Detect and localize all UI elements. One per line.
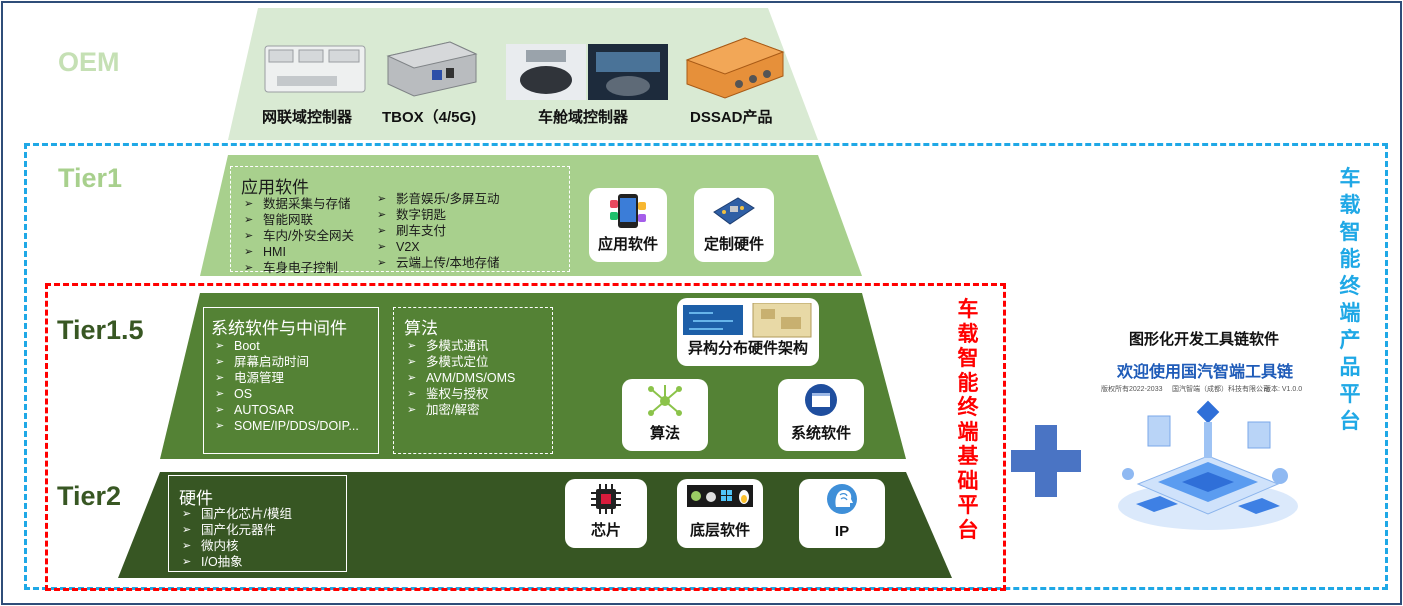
tier15-card-algorithm: 算法	[622, 379, 708, 451]
card-label: 底层软件	[689, 522, 750, 539]
list-item: 多模式通讯	[406, 338, 515, 354]
toolchain-isometric-illustration	[1118, 400, 1298, 530]
list-item: 电源管理	[214, 370, 359, 386]
hardware-architecture-icon	[683, 303, 812, 338]
toolchain-welcome: 欢迎使用国汽智端工具链	[1116, 364, 1293, 381]
tier-label-oem: OEM	[58, 47, 120, 77]
tier1-application-box: 应用软件 数据采集与存储 智能网联 车内/外安全网关 HMI 车身电子控制 影音…	[230, 166, 570, 276]
list-item: 数据采集与存储	[243, 196, 354, 212]
system-window-icon	[805, 384, 837, 416]
tier15-system-software-box: 系统软件与中间件 Boot 屏幕启动时间 电源管理 OS AUTOSAR SOM…	[203, 307, 379, 454]
list-item: AUTOSAR	[214, 402, 359, 418]
app-icon	[610, 194, 646, 228]
dssad-image	[683, 34, 787, 100]
tier2-card-low-level-software: 底层软件	[677, 479, 763, 548]
list-item: OS	[214, 386, 359, 402]
tier2-card-ip: IP	[799, 479, 885, 548]
list-item: 国产化芯片/模组	[181, 506, 292, 522]
list-item: I/O抽象	[181, 554, 292, 570]
tier2-box-title: 硬件	[179, 489, 213, 508]
list-item: 数字钥匙	[376, 207, 499, 223]
tier-label-tier1: Tier1	[58, 163, 123, 193]
list-item: SOME/IP/DDS/DOIP...	[214, 418, 359, 434]
tier2-card-chip: 芯片	[565, 479, 647, 548]
algorithm-network-icon	[648, 385, 682, 416]
oem-device-label: 车舱域控制器	[538, 109, 629, 126]
list-item: HMI	[243, 244, 354, 260]
toolchain-company: 国汽智端（成都）科技有限公司	[1172, 386, 1270, 393]
list-item: 刷车支付	[376, 223, 499, 239]
list-item: 车身电子控制	[243, 260, 354, 276]
list-item: 多模式定位	[406, 354, 515, 370]
card-label: 异构分布硬件架构	[687, 340, 808, 357]
os-logos-icon	[687, 485, 753, 507]
list-item: V2X	[376, 239, 499, 255]
toolchain-version: 版本: V1.0.0	[1264, 386, 1303, 393]
card-label: 应用软件	[597, 236, 658, 253]
network-domain-controller-image	[263, 40, 367, 98]
tier1-card-custom-hardware: 定制硬件	[694, 188, 774, 262]
card-label: 定制硬件	[703, 236, 764, 253]
tier2-box-list: 国产化芯片/模组 国产化元器件 微内核 I/O抽象	[181, 506, 292, 570]
tier15-box1-title: 系统软件与中间件	[211, 319, 347, 338]
tier1-list-left: 数据采集与存储 智能网联 车内/外安全网关 HMI 车身电子控制	[243, 196, 354, 276]
tier1-box-title: 应用软件	[241, 178, 309, 197]
card-label: 系统软件	[790, 425, 851, 442]
tier-label-tier2: Tier2	[57, 481, 122, 511]
toolchain-heading: 图形化开发工具链软件	[1128, 331, 1279, 348]
tier15-card-system-software: 系统软件	[778, 379, 864, 451]
tier15-box1-list: Boot 屏幕启动时间 电源管理 OS AUTOSAR SOME/IP/DDS/…	[214, 338, 359, 434]
card-label: 算法	[649, 425, 680, 442]
toolchain-copyright: 版权所有2022-2033	[1101, 386, 1163, 393]
red-platform-outline	[45, 283, 1006, 591]
list-item: 智能网联	[243, 212, 354, 228]
tbox-image	[380, 36, 480, 98]
list-item: 加密/解密	[406, 402, 515, 418]
tier1-card-app-software: 应用软件	[589, 188, 667, 262]
card-label: IP	[834, 523, 850, 540]
plus-icon	[1011, 425, 1081, 497]
chip-icon	[591, 484, 621, 514]
list-item: 鉴权与授权	[406, 386, 515, 402]
list-item: 云端上传/本地存储	[376, 255, 499, 271]
card-label: 芯片	[590, 522, 621, 539]
tier15-algorithm-box: 算法 多模式通讯 多模式定位 AVM/DMS/OMS 鉴权与授权 加密/解密	[393, 307, 553, 454]
circuit-board-icon	[713, 197, 755, 225]
oem-device-label: 网联域控制器	[262, 109, 353, 126]
list-item: 影音娱乐/多屏互动	[376, 191, 499, 207]
tier15-box2-title: 算法	[404, 319, 438, 338]
tier2-hardware-box: 硬件 国产化芯片/模组 国产化元器件 微内核 I/O抽象	[168, 475, 347, 572]
tier-label-tier15: Tier1.5	[57, 315, 144, 345]
oem-device-label: DSSAD产品	[690, 109, 773, 126]
list-item: 微内核	[181, 538, 292, 554]
tier15-card-heterogeneous-hardware: 异构分布硬件架构	[677, 298, 819, 366]
oem-device-label: TBOX（4/5G)	[382, 109, 477, 126]
cockpit-domain-controller-image	[506, 44, 668, 100]
list-item: Boot	[214, 338, 359, 354]
list-item: 屏幕启动时间	[214, 354, 359, 370]
tier15-box2-list: 多模式通讯 多模式定位 AVM/DMS/OMS 鉴权与授权 加密/解密	[406, 338, 515, 418]
list-item: AVM/DMS/OMS	[406, 370, 515, 386]
tier1-list-right: 影音娱乐/多屏互动 数字钥匙 刷车支付 V2X 云端上传/本地存储	[376, 191, 499, 271]
list-item: 国产化元器件	[181, 522, 292, 538]
red-platform-label: 车载智能终端基础平台	[957, 298, 979, 542]
blue-platform-label: 车载智能终端产品平台	[1339, 167, 1361, 433]
list-item: 车内/外安全网关	[243, 228, 354, 244]
brain-head-icon	[827, 484, 857, 514]
